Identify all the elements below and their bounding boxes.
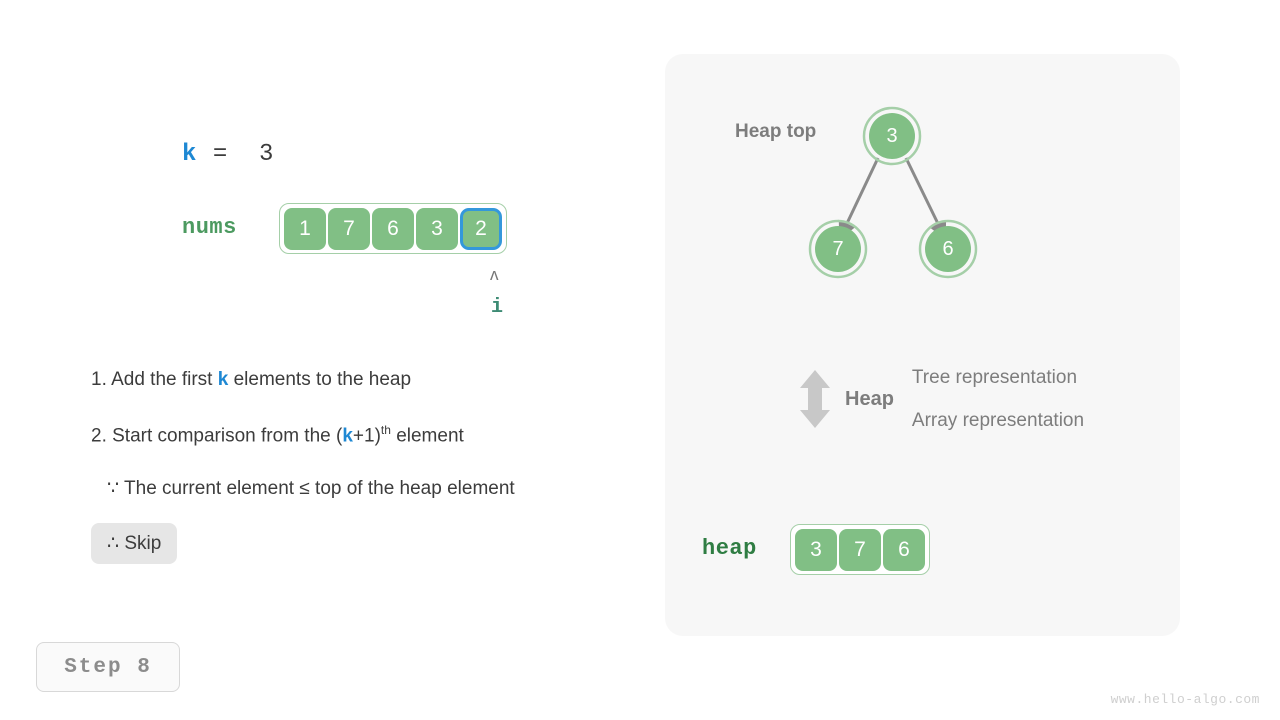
step-line-3-because: ∵ The current element ≤ top of the heap … bbox=[107, 477, 515, 499]
tree-node-left-value: 7 bbox=[832, 238, 843, 260]
tree-node-left-child[interactable]: 7 bbox=[808, 219, 868, 279]
tree-node-right-child[interactable]: 6 bbox=[918, 219, 978, 279]
k-variable-value: 3 bbox=[259, 141, 275, 168]
nums-cell-1[interactable]: 7 bbox=[328, 207, 370, 250]
legend-array-representation: Array representation bbox=[911, 410, 1085, 431]
step1-text-pre: 1. Add the first bbox=[91, 369, 218, 390]
pointer-caret-icon: ʌ bbox=[490, 265, 499, 284]
step2-text-pre: 2. Start comparison from the ( bbox=[91, 425, 343, 447]
step1-k-highlight: k bbox=[217, 369, 229, 390]
heap-legend: Heap Tree representation Array represent… bbox=[795, 368, 1084, 430]
step2-text-mid: +1) bbox=[352, 425, 381, 447]
heap-cell-0[interactable]: 3 bbox=[795, 528, 837, 571]
nums-cell-3[interactable]: 3 bbox=[416, 207, 458, 250]
nums-cell-4-highlighted[interactable]: 2 bbox=[460, 207, 502, 250]
nums-cell-2[interactable]: 6 bbox=[372, 207, 414, 250]
tree-edge-root-to-left bbox=[838, 157, 880, 240]
nums-array: 1 7 6 3 2 bbox=[279, 203, 507, 254]
step-line-1: 1. Add the first k elements to the heap bbox=[91, 368, 691, 392]
k-equals-sign: = bbox=[212, 141, 229, 168]
tree-node-root[interactable]: 3 bbox=[862, 106, 922, 166]
legend-heap-label: Heap bbox=[845, 387, 894, 410]
legend-tree-representation: Tree representation bbox=[911, 367, 1078, 388]
heap-tree-diagram: 3 7 6 bbox=[808, 106, 978, 279]
watermark: www.hello-algo.com bbox=[1110, 692, 1260, 707]
heap-top-label: Heap top bbox=[735, 121, 817, 142]
skip-conclusion-badge: ∴ Skip bbox=[91, 522, 178, 564]
step2-superscript-th: th bbox=[380, 422, 391, 437]
double-arrow-icon bbox=[800, 370, 830, 428]
step2-text-post: element bbox=[390, 425, 464, 447]
heap-array-label: heap bbox=[702, 536, 757, 561]
k-variable-name: k bbox=[182, 141, 198, 168]
tree-node-right-value: 6 bbox=[942, 238, 953, 260]
tree-node-root-value: 3 bbox=[886, 125, 897, 147]
nums-array-label: nums bbox=[182, 215, 237, 240]
nums-cell-0[interactable]: 1 bbox=[284, 207, 326, 250]
step1-text-post: elements to the heap bbox=[228, 369, 412, 390]
heap-cell-2[interactable]: 6 bbox=[883, 528, 925, 571]
heap-array: 3 7 6 bbox=[790, 524, 930, 575]
k-variable-line: k = 3 bbox=[182, 141, 274, 168]
step2-k-highlight: k bbox=[342, 425, 353, 447]
step-line-2: 2. Start comparison from the (k+1)th ele… bbox=[91, 423, 691, 448]
pointer-label-i: i bbox=[491, 296, 504, 319]
step-badge[interactable]: Step 8 bbox=[36, 642, 180, 692]
steps-list: 1. Add the first k elements to the heap … bbox=[91, 368, 691, 564]
tree-edge-root-to-right bbox=[904, 157, 947, 240]
legend-representations: Tree representation Array representation bbox=[912, 368, 1084, 430]
heap-cell-1[interactable]: 7 bbox=[839, 528, 881, 571]
